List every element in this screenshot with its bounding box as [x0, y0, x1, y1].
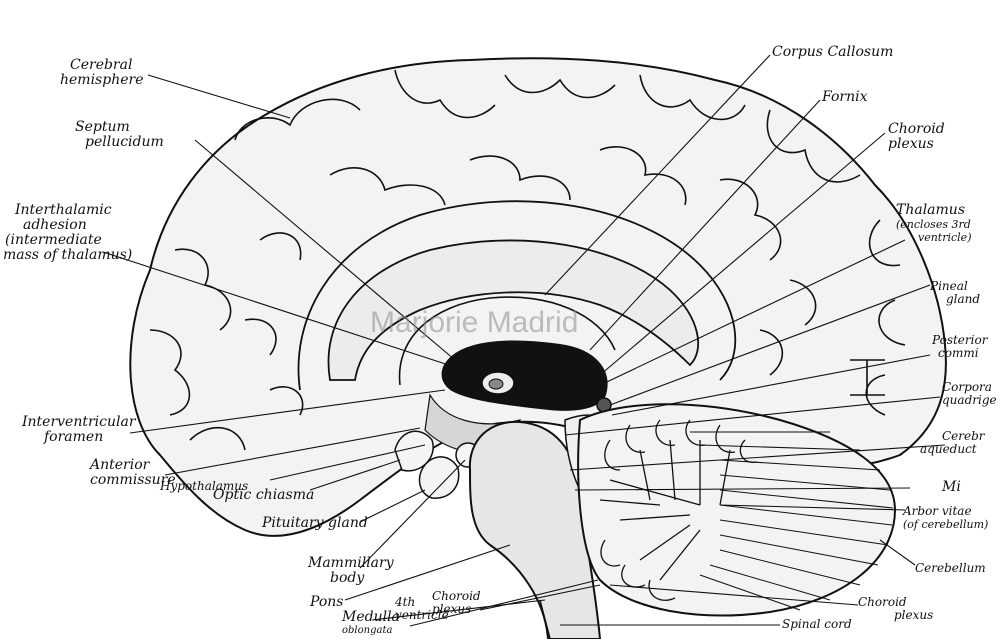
label-pons: Pons [310, 594, 344, 610]
cingulate-gyrus [297, 200, 737, 391]
optic-chiasma-shape [394, 430, 434, 472]
label-midbrain: Mi [942, 479, 961, 495]
label-arbor-vitae: Arbor vitae (of cerebellum) [903, 504, 989, 532]
watermark: Marjorie Madrid [370, 306, 579, 339]
label-thalamus: Thalamus (encloses 3rd ventricle) [896, 202, 972, 245]
label-corpus-callosum: Corpus Callosum [772, 44, 894, 60]
label-cerebral-aqueduct: Cerebr aqueduct [920, 429, 985, 456]
label-pituitary-gland: Pituitary gland [262, 515, 368, 531]
label-cerebellum: Cerebellum [915, 561, 986, 575]
corpus-callosum-shape [327, 239, 699, 381]
label-corpora-quadrigemina: Corpora quadrige [942, 380, 997, 407]
label-fourth-ventricle: 4th ventricle [395, 595, 449, 622]
label-choroid-plexus-top: Choroid plexus [888, 121, 945, 152]
arbor-vitae [599, 419, 758, 601]
label-choroid-plexus-lower-left: Choroid plexus [432, 589, 481, 616]
label-posterior-commissure: Posterior commi [932, 333, 988, 360]
label-cerebral-hemisphere: Cerebral hemisphere [60, 57, 144, 88]
label-interventricular-foramen: Interventricular foramen [22, 414, 136, 445]
spinal-cord-shape [539, 599, 551, 639]
label-spinal-cord: Spinal cord [782, 617, 852, 631]
label-fornix: Fornix [822, 89, 868, 105]
label-choroid-plexus-bottom: Choroid plexus [858, 595, 934, 622]
leader-lines [102, 54, 946, 627]
fornix-shape [398, 296, 616, 386]
cerebellum-folia [690, 431, 894, 611]
third-ventricle [441, 340, 608, 411]
brainstem-shape [468, 420, 602, 639]
label-anterior-commissure: Anterior commissure [90, 457, 176, 488]
label-optic-chiasma: Optic chiasma [213, 487, 315, 503]
label-hypothalamus: Hypothalamus [160, 479, 249, 493]
label-medulla-oblongata: Medulla oblongata [342, 609, 400, 637]
cerebellum-shape [577, 403, 897, 617]
label-mammillary-body: Mammillary body [308, 555, 394, 586]
pituitary-shape [418, 456, 460, 499]
label-septum-pellucidum: Septum pellucidum [75, 119, 164, 150]
label-pineal-gland: Pineal gland [930, 279, 981, 306]
label-interthalamic-adhesion: Interthalamic adhesion (intermediate mas… [3, 202, 133, 263]
